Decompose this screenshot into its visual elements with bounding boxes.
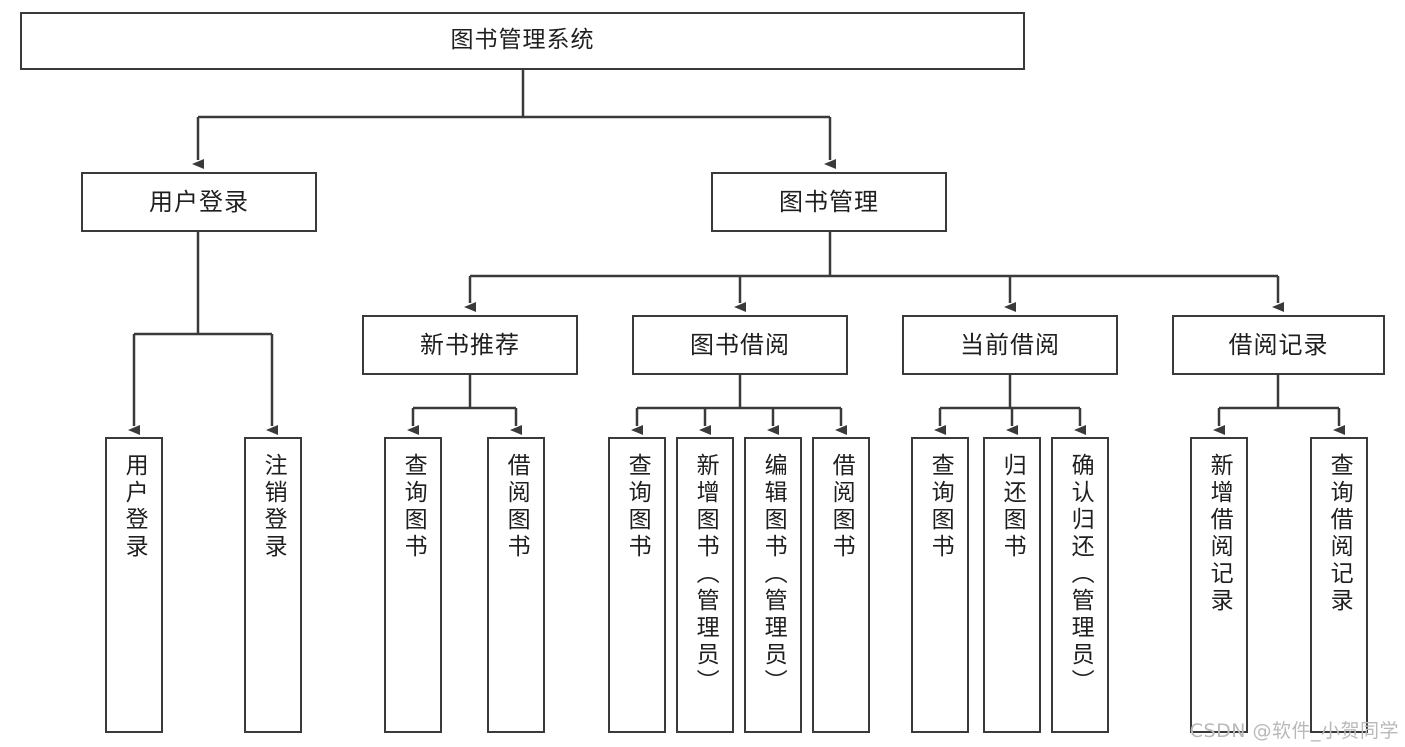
node-label: 用户登录 — [149, 187, 249, 216]
node-label: 借阅记录 — [1228, 330, 1329, 359]
node-label: 查询图书 — [400, 453, 427, 561]
node-label: 查询图书 — [624, 453, 651, 561]
node-label: 新书推荐 — [420, 330, 520, 359]
node-system-title[interactable]: 图书管理系统 — [20, 12, 1025, 70]
node-leaf-return-book[interactable]: 归还图书 — [983, 437, 1041, 733]
node-leaf-query-book-recommend[interactable]: 查询图书 — [384, 437, 442, 733]
node-label: 新增借阅记录 — [1206, 453, 1233, 615]
node-current-borrow[interactable]: 当前借阅 — [902, 315, 1118, 375]
node-leaf-add-book-admin[interactable]: 新增图书（管理员） — [676, 437, 734, 733]
node-label: 图书管理 — [779, 187, 879, 216]
node-label: 确认归还（管理员） — [1067, 453, 1094, 696]
node-label: 当前借阅 — [960, 330, 1060, 359]
node-new-book-recommend[interactable]: 新书推荐 — [362, 315, 578, 375]
node-leaf-query-book-borrow[interactable]: 查询图书 — [608, 437, 666, 733]
node-book-management[interactable]: 图书管理 — [711, 172, 947, 232]
node-label: 归还图书 — [999, 453, 1026, 561]
node-label: 查询借阅记录 — [1326, 453, 1353, 615]
node-leaf-add-borrow-record[interactable]: 新增借阅记录 — [1190, 437, 1248, 733]
node-leaf-edit-book-admin[interactable]: 编辑图书（管理员） — [744, 437, 802, 733]
node-label: 用户登录 — [121, 453, 148, 561]
node-label: 图书管理系统 — [450, 27, 595, 54]
node-label: 查询图书 — [927, 453, 954, 561]
node-leaf-query-borrow-record[interactable]: 查询借阅记录 — [1310, 437, 1368, 733]
node-label: 注销登录 — [260, 453, 287, 561]
node-label: 新增图书（管理员） — [692, 453, 719, 696]
node-user-login[interactable]: 用户登录 — [81, 172, 317, 232]
node-leaf-query-book-current[interactable]: 查询图书 — [911, 437, 969, 733]
node-label: 编辑图书（管理员） — [760, 453, 787, 696]
node-label: 图书借阅 — [690, 330, 790, 359]
watermark-text: CSDN @软件_小贺同学 — [1189, 720, 1399, 742]
node-leaf-borrow-book-recommend[interactable]: 借阅图书 — [487, 437, 545, 733]
node-leaf-confirm-return-admin[interactable]: 确认归还（管理员） — [1051, 437, 1109, 733]
node-leaf-borrow-book[interactable]: 借阅图书 — [812, 437, 870, 733]
node-leaf-logout-login[interactable]: 注销登录 — [244, 437, 302, 733]
node-label: 借阅图书 — [828, 453, 855, 561]
node-leaf-user-login[interactable]: 用户登录 — [105, 437, 163, 733]
node-label: 借阅图书 — [503, 453, 530, 561]
node-book-borrow[interactable]: 图书借阅 — [632, 315, 848, 375]
node-borrow-record[interactable]: 借阅记录 — [1172, 315, 1385, 375]
